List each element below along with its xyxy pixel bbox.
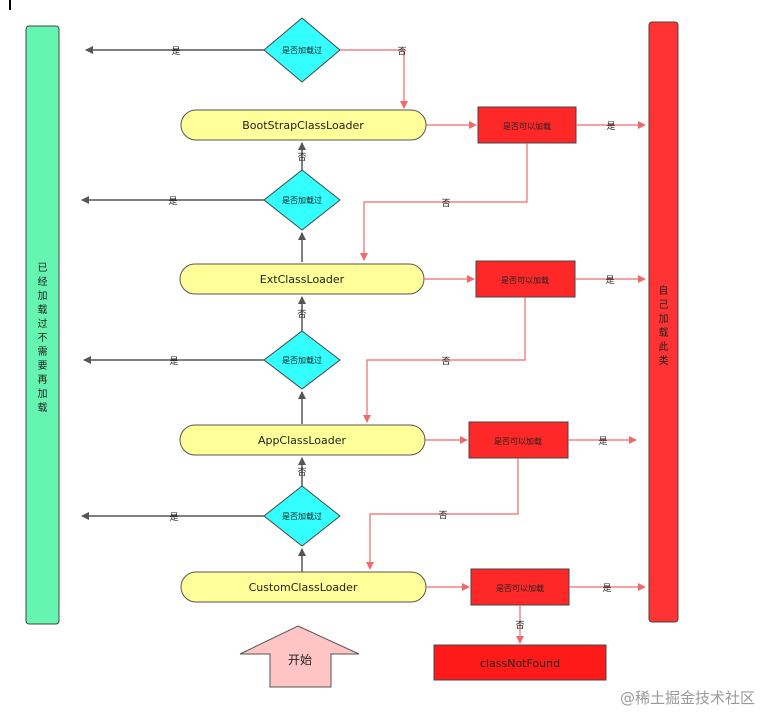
yes-label: 是 xyxy=(171,46,180,57)
class-not-found-box xyxy=(433,644,607,681)
no-label: 否 xyxy=(441,356,450,367)
can-load-box xyxy=(468,421,569,459)
can-load-box xyxy=(470,568,570,606)
yes-label: 是 xyxy=(169,512,178,523)
loaded-check-text: 是否加载过 xyxy=(282,195,322,205)
no-label: 否 xyxy=(397,46,406,57)
yes-label: 是 xyxy=(169,356,178,367)
loader-custom-label: CustomClassLoader xyxy=(249,581,358,594)
left-bar xyxy=(25,25,60,625)
loaded-check-text: 是否加载过 xyxy=(282,511,322,521)
loader-bootstrap-label: BootStrapClassLoader xyxy=(242,119,364,132)
text-cursor xyxy=(9,0,11,10)
can-load-text: 是否可以加载 xyxy=(501,275,549,285)
watermark: @稀土掘金技术社区 xyxy=(619,689,755,707)
can-load-text: 是否可以加载 xyxy=(494,436,542,446)
no-label: 否 xyxy=(297,152,306,163)
loaded-check-diamond xyxy=(263,330,341,390)
no-label: 否 xyxy=(515,620,524,631)
left-bar-text: 已经加载过不需要再加载 xyxy=(37,263,48,414)
loaded-check-text: 是否加载过 xyxy=(282,45,322,55)
loaded-check-text: 是否加载过 xyxy=(282,355,322,365)
loaded-check-diamond xyxy=(263,169,341,231)
class-not-found-label: classNotFound xyxy=(480,657,560,670)
no-label: 否 xyxy=(438,510,447,521)
right-bar xyxy=(648,21,679,623)
start-label: 开始 xyxy=(288,653,312,667)
yes-label: 是 xyxy=(168,196,177,207)
no-label: 否 xyxy=(297,309,306,320)
loader-ext-label: ExtClassLoader xyxy=(260,273,345,286)
yes-label: 是 xyxy=(606,121,615,132)
no-label: 否 xyxy=(441,198,450,209)
loaded-check-diamond xyxy=(263,485,341,547)
start-arrow xyxy=(239,625,360,688)
can-load-text: 是否可以加载 xyxy=(496,583,544,593)
loaded-check-diamond xyxy=(263,17,341,83)
can-load-text: 是否可以加载 xyxy=(503,121,551,131)
yes-label: 是 xyxy=(602,583,611,594)
no-label: 否 xyxy=(297,467,306,478)
yes-label: 是 xyxy=(605,275,614,286)
loader-app-label: AppClassLoader xyxy=(258,434,347,447)
right-bar-text: 自己加载此类 xyxy=(658,286,669,367)
yes-label: 是 xyxy=(598,436,607,447)
